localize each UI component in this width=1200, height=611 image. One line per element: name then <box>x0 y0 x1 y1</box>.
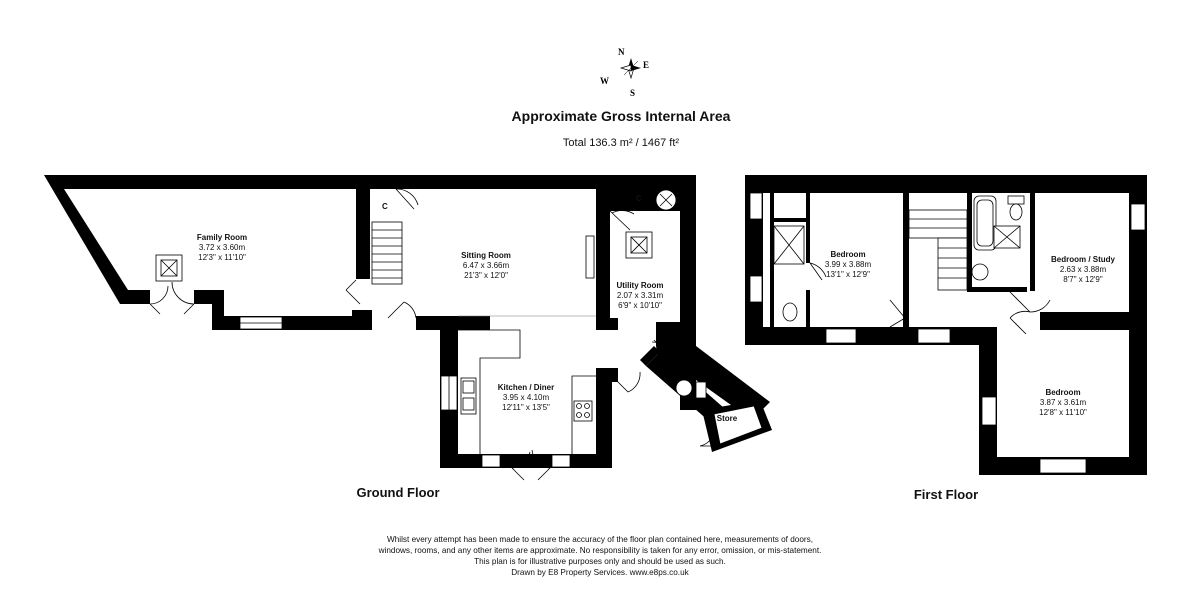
compass-north: N <box>618 47 625 57</box>
first-floor-plan <box>745 175 1147 475</box>
disclaimer-line-3: This plan is for illustrative purposes o… <box>474 557 726 566</box>
cupboard-label-ground: C <box>382 202 388 211</box>
disclaimer-line-2: windows, rooms, and any other items are … <box>378 546 822 555</box>
bedroom-2-metric: 3.87 x 3.61m <box>1040 398 1087 407</box>
compass-west: W <box>600 76 609 86</box>
first-floor-label: First Floor <box>914 487 978 502</box>
sitting-room-name: Sitting Room <box>461 251 511 260</box>
bedroom-1-imperial: 13'1" x 12'9" <box>826 270 870 279</box>
family-room-imperial: 12'3" x 11'10" <box>198 253 246 262</box>
bedroom-study-imperial: 8'7" x 12'9" <box>1063 275 1103 284</box>
bedroom-study-name: Bedroom / Study <box>1051 255 1116 264</box>
cupboard-label-utility: C <box>636 194 642 203</box>
ground-floor-plan: C C <box>44 175 772 481</box>
bedroom-2-imperial: 12'8" x 11'10" <box>1039 408 1087 417</box>
compass-rose: N E S W <box>600 47 649 98</box>
bedroom-2-name: Bedroom <box>1045 388 1080 397</box>
utility-room-imperial: 6'9" x 10'10" <box>618 301 662 310</box>
family-room-name: Family Room <box>197 233 247 242</box>
kitchen-metric: 3.95 x 4.10m <box>503 393 550 402</box>
bedroom-1-name: Bedroom <box>830 250 865 259</box>
bedroom-study-metric: 2.63 x 3.88m <box>1060 265 1107 274</box>
sitting-room-metric: 6.47 x 3.66m <box>463 261 510 270</box>
sitting-room-imperial: 21'3" x 12'0" <box>464 271 508 280</box>
kitchen-name: Kitchen / Diner <box>498 383 554 392</box>
disclaimer-line-4: Drawn by E8 Property Services. www.e8ps.… <box>511 568 689 577</box>
ground-floor-label: Ground Floor <box>356 485 439 500</box>
utility-room-name: Utility Room <box>616 281 663 290</box>
family-room-metric: 3.72 x 3.60m <box>199 243 246 252</box>
stairs-ground <box>371 221 403 285</box>
kitchen-imperial: 12'11" x 13'5" <box>502 403 550 412</box>
page-title: Approximate Gross Internal Area <box>512 108 731 124</box>
utility-room-metric: 2.07 x 3.31m <box>617 291 664 300</box>
bedroom-1-metric: 3.99 x 3.88m <box>825 260 872 269</box>
total-area: Total 136.3 m² / 1467 ft² <box>563 137 680 149</box>
store-name: Store <box>717 414 738 423</box>
compass-south: S <box>630 88 635 98</box>
compass-east: E <box>643 60 649 70</box>
disclaimer-line-1: Whilst every attempt has been made to en… <box>387 535 813 544</box>
